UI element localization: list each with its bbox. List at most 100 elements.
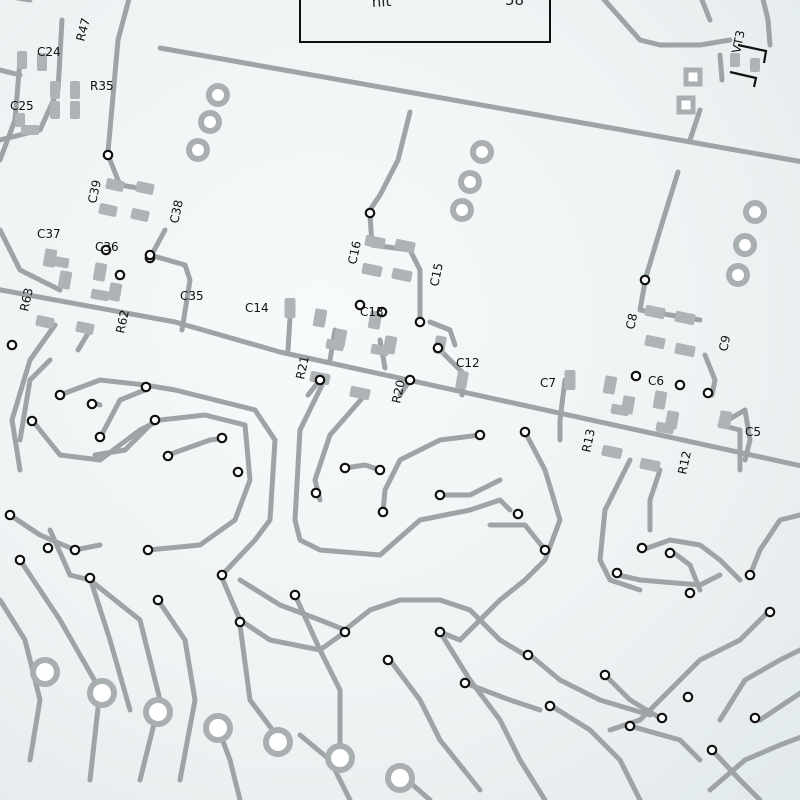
trace-1: [157, 45, 800, 164]
through-hole-pad-8: [733, 233, 757, 257]
label-c5: C5: [745, 425, 761, 439]
square-pad-2: [683, 67, 703, 87]
smd-pad-3: [50, 81, 60, 99]
trace-75: [760, 0, 773, 48]
trace-14: [17, 357, 53, 443]
trace-32: [615, 572, 723, 588]
smd-pad-37: [674, 310, 696, 326]
via-33: [434, 489, 446, 501]
vt3-outline-2: [729, 70, 758, 88]
trace-56: [709, 747, 763, 800]
frame-text-1: nit: [371, 0, 392, 11]
via-58: [376, 306, 388, 318]
via-59: [314, 374, 326, 386]
through-hole-pad-14: [263, 727, 293, 757]
smd-pad-4: [70, 81, 80, 99]
smd-pad-46: [655, 421, 675, 435]
via-43: [544, 700, 556, 712]
vias: [4, 149, 776, 756]
via-29: [339, 462, 351, 474]
through-hole-pad-1: [206, 83, 230, 107]
trace-9: [147, 252, 193, 333]
trace-2: [0, 287, 800, 469]
trace-74: [699, 0, 713, 23]
smd-pad-23: [394, 238, 416, 254]
smd-pads: [15, 51, 760, 473]
through-hole-pad-15: [325, 743, 355, 773]
trace-69: [557, 377, 568, 443]
via-16: [162, 450, 174, 462]
trace-45: [237, 622, 283, 743]
via-19: [4, 509, 16, 521]
via-12: [140, 381, 152, 393]
smd-pad-38: [644, 334, 666, 350]
trace-63: [427, 319, 458, 348]
trace-42: [87, 575, 133, 713]
trace-72: [601, 0, 733, 48]
smd-pad-7: [21, 125, 39, 135]
label-r63: R63: [17, 287, 36, 313]
smd-pad-24: [361, 262, 383, 278]
trace-11: [0, 227, 63, 293]
smd-pad-12: [130, 208, 150, 222]
trace-25: [437, 429, 563, 643]
via-5: [639, 274, 651, 286]
trace-20: [165, 435, 228, 458]
label-vt3: VT3: [729, 29, 748, 55]
trace-4: [642, 169, 681, 283]
via-32: [377, 506, 389, 518]
label-c38: C38: [167, 199, 186, 225]
trace-66: [702, 352, 718, 398]
square-pad-1: [676, 95, 696, 115]
via-11: [86, 398, 98, 410]
via-46: [656, 712, 668, 724]
label-r12: R12: [675, 450, 694, 476]
through-hole-pad-7: [743, 200, 767, 224]
trace-35: [607, 607, 773, 733]
via-6: [702, 387, 714, 399]
trace-31: [639, 537, 743, 583]
smd-pad-43: [652, 390, 668, 410]
via-42: [522, 649, 534, 661]
smd-pad-41: [602, 375, 618, 395]
label-r47: R47: [73, 16, 93, 42]
smd-pad-15: [92, 262, 108, 282]
label-c24: C24: [37, 45, 61, 59]
trace-77: [285, 315, 293, 353]
component-frame: [299, 0, 551, 43]
via-18: [232, 466, 244, 478]
smd-pad-14: [57, 270, 73, 290]
through-hole-pad-16: [385, 763, 415, 793]
label-c39: C39: [85, 179, 104, 205]
through-hole-pad-3: [186, 138, 210, 162]
smd-pad-33: [349, 385, 371, 401]
smd-pad-8: [15, 113, 25, 127]
trace-16: [29, 412, 253, 553]
label-c7: C7: [540, 376, 556, 390]
via-49: [611, 567, 623, 579]
trace-27: [437, 477, 503, 498]
smd-pad-48: [639, 457, 661, 473]
trace-15: [57, 377, 278, 578]
smd-pad-51: [750, 58, 760, 72]
trace-28: [487, 522, 548, 553]
label-c8: C8: [623, 312, 640, 331]
trace-38: [757, 690, 800, 723]
via-15: [149, 414, 161, 426]
label-c16: C16: [345, 240, 364, 266]
label-c9: C9: [716, 334, 733, 353]
smd-pad-6: [70, 101, 80, 119]
smd-pad-35: [455, 370, 469, 390]
label-c36: C36: [95, 240, 119, 254]
trace-29: [597, 457, 643, 593]
trace-53: [547, 702, 643, 800]
via-35: [519, 426, 531, 438]
trace-46: [237, 577, 348, 633]
smd-pad-25: [391, 267, 413, 283]
via-9: [432, 342, 444, 354]
via-21: [69, 544, 81, 556]
via-37: [539, 544, 551, 556]
smd-pad-45: [610, 403, 630, 417]
smd-pad-21: [284, 298, 296, 318]
label-c14: C14: [245, 301, 269, 315]
